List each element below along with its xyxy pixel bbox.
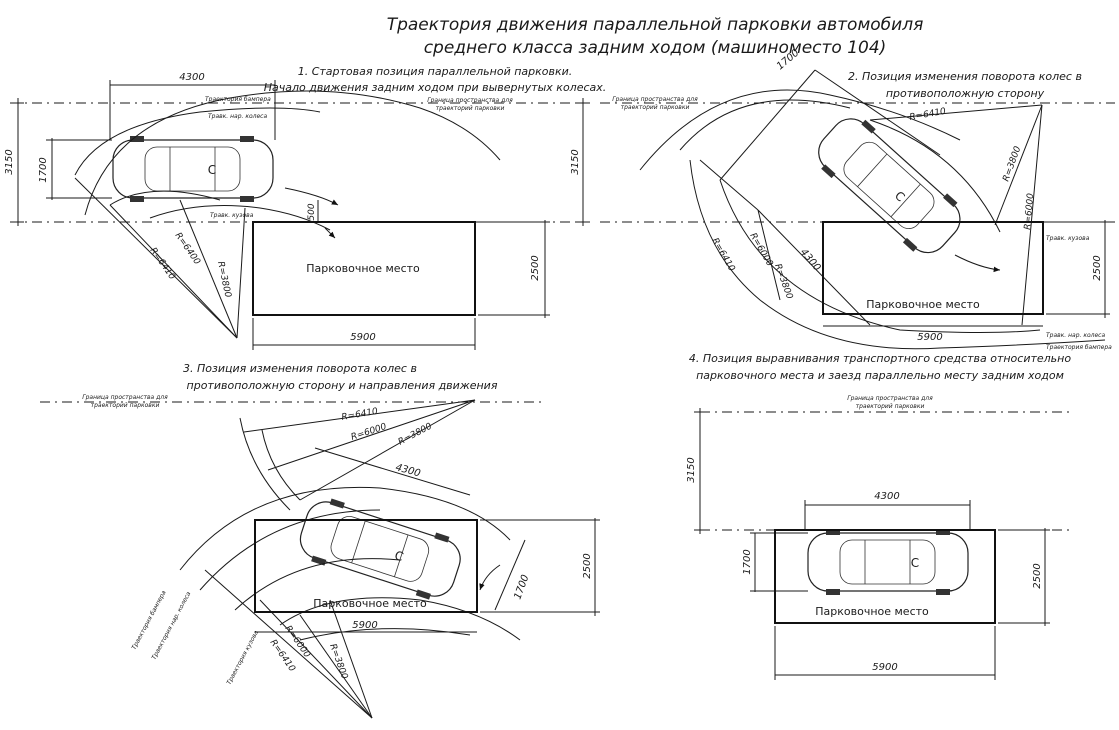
panel4-car-letter: С <box>911 556 919 570</box>
car-2: С <box>818 118 961 254</box>
panel4-dim-right: 2500 <box>1032 563 1043 588</box>
panel2-r-left1: R=6410 <box>709 237 736 274</box>
panel2-caption1: 2. Позиция изменения поворота колес в <box>848 70 1082 83</box>
panel3-caption2: противоположную сторону и направления дв… <box>187 379 498 392</box>
panel1-label-body: Травк. кузова <box>210 212 254 219</box>
panel3-dim-length: 4300 <box>394 462 421 479</box>
panel1-label-front-wheel: Травк. нар. колеса <box>208 113 267 120</box>
panel1-label-bumper: Траектория бампера <box>205 96 271 103</box>
panel2-dim-mid: 4300 <box>798 247 823 274</box>
panel1-label-space-2: траекторий парковки <box>436 105 505 112</box>
panel2-caption2: противоположную сторону <box>886 87 1045 100</box>
panel2-r-left2: R=6000 <box>747 232 774 269</box>
panel3-label-space-1: Граница пространства для <box>82 394 168 401</box>
panel2-r-right1: R=3800 <box>1001 145 1023 183</box>
panel2-spot-label: Парковочное место <box>866 298 980 311</box>
car-4: С <box>807 529 969 595</box>
panel1-dim-left: 3150 <box>4 149 15 174</box>
panel3-label-space-2: траекторий парковки <box>91 402 160 409</box>
panel4-spot-label: Парковочное место <box>815 605 929 618</box>
panel3-dim-spot-width: 5900 <box>352 620 377 631</box>
panel2-dim-left: 3150 <box>570 149 581 174</box>
panel1-r1: R=6400 <box>173 231 202 267</box>
panel3-r-b3: R=3800 <box>327 643 349 681</box>
panel2-dim-spot-width: 5900 <box>917 332 942 343</box>
panel3-spot-label: Парковочное место <box>313 597 427 610</box>
panel4-caption1: 4. Позиция выравнивания транспортного ср… <box>689 352 1071 365</box>
panel1-dim-length: 4300 <box>179 72 204 83</box>
panel3-car-letter: С <box>393 548 405 564</box>
panel2-label-bumper: Траектория бампера <box>1046 344 1112 351</box>
panel4-caption2: парковочного места и заезд параллельно м… <box>696 369 1064 382</box>
panel4-label-space-2: траекторий парковки <box>856 403 925 410</box>
title-line2: среднего класса задним ходом (машиномест… <box>424 38 887 58</box>
panel4-parking-spot <box>774 529 996 624</box>
panel1-dim-spot-width: 5900 <box>350 332 375 343</box>
panel1-dim-spot-height: 2500 <box>530 255 541 280</box>
panel2-r-top: R=6410 <box>909 107 947 123</box>
car-3: С <box>299 498 461 600</box>
panel2-label-space-2: траекторий парковки <box>621 104 690 111</box>
title-line1: Траектория движения параллельной парковк… <box>387 15 924 35</box>
car-1: С <box>112 136 274 202</box>
panel2-label-front-wheel: Травк. нар. колеса <box>1046 332 1105 339</box>
panel3-label-body: Траектория кузова <box>226 629 261 686</box>
panel1-car-letter: С <box>208 163 216 177</box>
panel4-dim-spot-width: 5900 <box>872 662 897 673</box>
panel4-dim-left: 3150 <box>686 457 697 482</box>
panel1-r3: R=3800 <box>215 261 232 299</box>
panel-1: 1. Стартовая позиция параллельной парков… <box>4 65 606 350</box>
panel2-label-body: Травк. кузова <box>1046 235 1090 242</box>
panel1-dim-car-width: 1700 <box>38 157 49 182</box>
panel1-r2: R=6410 <box>148 246 177 282</box>
panel4-dim-length: 4300 <box>874 491 899 502</box>
panel2-parking-spot <box>822 221 1044 315</box>
panel2-dim-right: 2500 <box>1092 255 1103 280</box>
panel1-caption2: Начало движения задним ходом при выверну… <box>264 81 607 94</box>
panel1-bumper-arc <box>84 90 501 216</box>
panel3-parking-spot <box>254 519 478 613</box>
panel1-dim-offset: 500 <box>307 203 317 220</box>
panel3-dim-right: 2500 <box>582 553 593 578</box>
panel3-r1: R=6410 <box>341 407 379 423</box>
panel2-label-space-1: Граница пространства для <box>612 96 698 103</box>
panel1-parking-spot <box>252 221 476 316</box>
panel1-spot-label: Парковочное место <box>306 262 420 275</box>
panel4-label-space-1: Граница пространства для <box>847 395 933 402</box>
panel4-dim-car: 1700 <box>742 549 753 574</box>
panel-2: 2. Позиция изменения поворота колес в пр… <box>570 48 1115 351</box>
panel-3: 3. Позиция изменения поворота колес в пр… <box>40 362 600 719</box>
panel3-caption1: 3. Позиция изменения поворота колес в <box>183 362 417 375</box>
panel1-caption1: 1. Стартовая позиция параллельной парков… <box>298 65 573 78</box>
panel1-label-space-1: Граница пространства для <box>427 97 513 104</box>
panel3-dim-car: 1700 <box>512 573 531 601</box>
panel3-r2: R=6000 <box>350 422 388 443</box>
panel3-r3: R=3800 <box>397 421 434 447</box>
panel2-r-right2: R=6000 <box>1023 193 1036 231</box>
panel-4: 4. Позиция выравнивания транспортного ср… <box>686 352 1071 680</box>
